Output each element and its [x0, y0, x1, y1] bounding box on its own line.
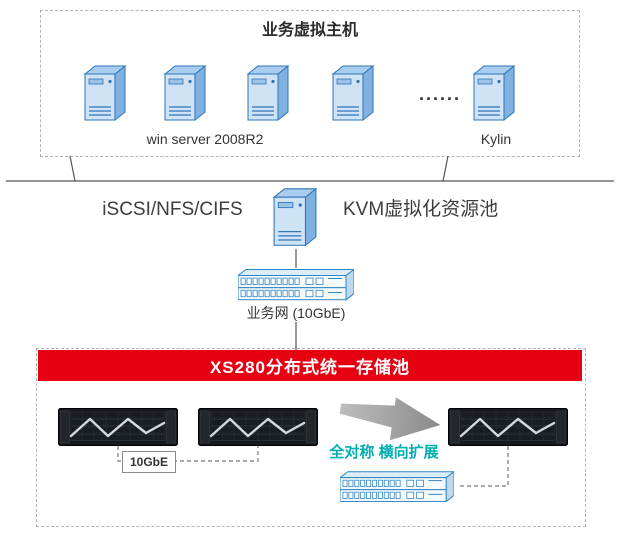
scale-out-label: 全对称 横向扩展 — [329, 444, 439, 461]
storage-pool-title: XS280分布式统一存储池 — [209, 358, 411, 377]
server-icon — [163, 62, 207, 122]
kvm-pool-label: KVM虚拟化资源池 — [343, 199, 499, 220]
server-icon — [472, 62, 516, 122]
server-icon — [331, 62, 375, 122]
protocols-label: iSCSI/NFS/CIFS — [102, 199, 243, 220]
storage-array-icon — [198, 408, 318, 446]
storage-pool-box — [36, 348, 586, 527]
server-icon — [246, 62, 290, 122]
storage-array-icon — [58, 408, 178, 446]
network-switch-icon — [238, 268, 354, 301]
link-speed-badge: 10GbE — [122, 451, 176, 473]
storage-pool-banner: XS280分布式统一存储池 — [38, 350, 582, 381]
server-icon — [83, 62, 127, 122]
link-speed-text: 10GbE — [129, 455, 168, 469]
vm-hosts-box — [40, 10, 580, 157]
kylin-label: Kylin — [480, 131, 512, 147]
vm-hosts-title: 业务虚拟主机 — [261, 22, 358, 39]
ellipsis-dots: ...... — [418, 84, 461, 104]
network-switch-icon — [340, 470, 454, 503]
business-network-label: 业务网 (10GbE) — [246, 305, 346, 321]
win-server-label: win server 2008R2 — [146, 131, 264, 147]
storage-array-icon — [448, 408, 568, 446]
server-icon — [272, 184, 318, 248]
